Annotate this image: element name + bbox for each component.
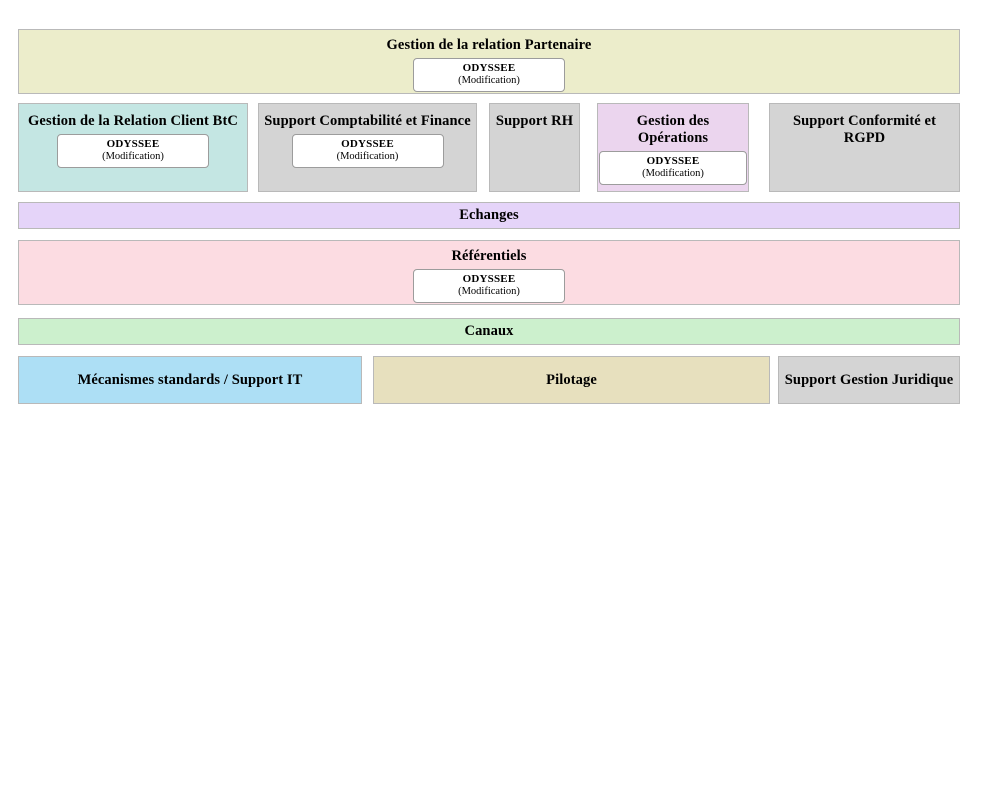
band-title-echanges: Echanges [459,207,519,223]
capability-box-gestion-relation-client-btc[interactable]: Gestion de la Relation Client BtC ODYSSE… [18,103,248,192]
capability-box-label: Gestion de la Relation Client BtC [28,113,238,129]
application-name: ODYSSEE [646,155,700,167]
capability-box-label: Pilotage [546,371,597,388]
capability-box-label: Support RH [495,113,574,129]
application-box-operations-odyssee[interactable]: ODYSSEE (Modification) [599,151,747,185]
capability-box-label: Mécanismes standards / Support IT [77,371,303,388]
capability-box-support-conformite-rgpd[interactable]: Support Conformité et RGPD [769,103,960,192]
capability-box-support-comptabilite-finance[interactable]: Support Comptabilité et Finance ODYSSEE … [258,103,477,192]
capability-box-mecanismes-standards-support-it[interactable]: Mécanismes standards / Support IT [18,356,362,404]
application-name: ODYSSEE [462,273,516,285]
application-box-referentiels-odyssee[interactable]: ODYSSEE (Modification) [413,269,565,303]
capability-band-echanges[interactable]: Echanges [18,202,960,229]
capability-box-support-gestion-juridique[interactable]: Support Gestion Juridique [778,356,960,404]
capability-box-label: Gestion des Opérations [636,113,710,146]
capability-box-support-rh[interactable]: Support RH [489,103,580,192]
application-state: (Modification) [458,285,520,297]
application-state: (Modification) [102,150,164,162]
band-title-partenaire: Gestion de la relation Partenaire [386,37,592,53]
application-box-partenaire-odyssee[interactable]: ODYSSEE (Modification) [413,58,565,92]
capability-band-referentiels[interactable]: Référentiels ODYSSEE (Modification) [18,240,960,305]
application-name: ODYSSEE [106,138,160,150]
capability-box-label: Support Gestion Juridique [784,371,954,388]
application-box-comptabilite-odyssee[interactable]: ODYSSEE (Modification) [291,134,444,168]
band-title-canaux: Canaux [464,323,514,339]
application-name: ODYSSEE [462,62,516,74]
application-name: ODYSSEE [341,138,394,150]
capability-box-pilotage[interactable]: Pilotage [373,356,770,404]
band-title-referentiels: Référentiels [451,248,527,264]
capability-box-gestion-des-operations[interactable]: Gestion des Opérations ODYSSEE (Modifica… [597,103,749,192]
application-state: (Modification) [336,150,399,162]
application-state: (Modification) [458,74,520,86]
application-state: (Modification) [642,167,704,179]
application-box-client-btc-odyssee[interactable]: ODYSSEE (Modification) [57,134,209,168]
capability-box-label: Support Conformité et RGPD [792,113,937,146]
capability-band-canaux[interactable]: Canaux [18,318,960,345]
capability-box-label: Support Comptabilité et Finance [264,113,471,129]
capability-band-gestion-relation-partenaire[interactable]: Gestion de la relation Partenaire ODYSSE… [18,29,960,94]
